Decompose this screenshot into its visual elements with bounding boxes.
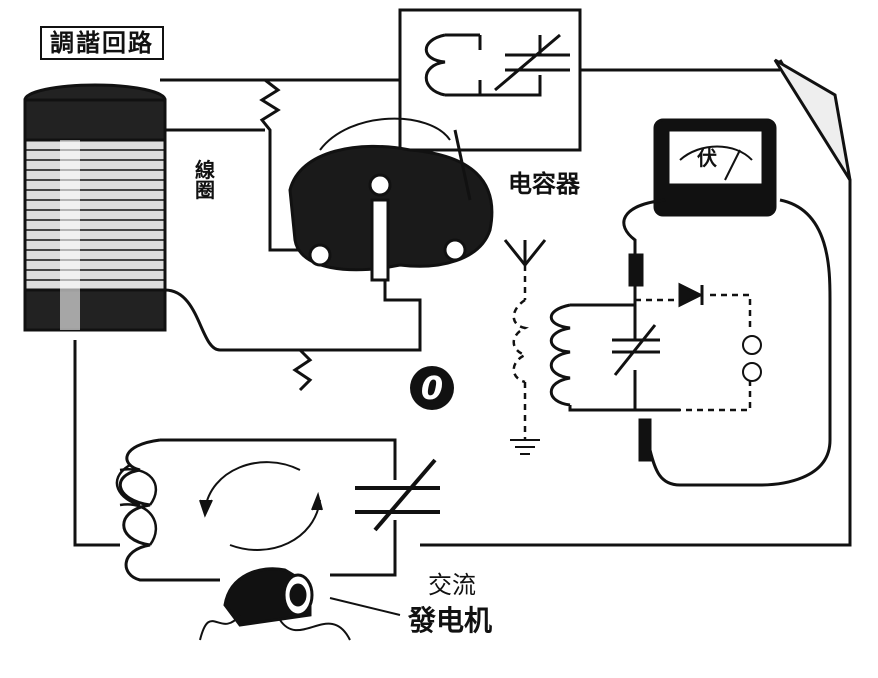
coil-cylinder: [23, 83, 167, 332]
variable-capacitor: [288, 117, 494, 282]
diode: [678, 282, 704, 308]
voltmeter: [653, 118, 777, 217]
zero-mark: 0: [410, 366, 454, 410]
inset-lc-box: [398, 8, 582, 152]
antenna: [503, 239, 547, 268]
fold-corner: [773, 58, 852, 181]
generator-label: 發电机: [408, 604, 493, 637]
wire-frame: [73, 59, 852, 547]
ground: [510, 439, 540, 455]
tuning-circuit-label: 調諧回路: [40, 26, 164, 60]
ac-generator: [199, 567, 401, 641]
capacitor-label: 电容器: [508, 170, 580, 198]
voltmeter-label: 伏: [697, 146, 717, 170]
coil-label: 線圈: [195, 158, 215, 202]
ac-label: 交流: [428, 571, 476, 599]
rotation-arrows: [204, 461, 321, 551]
